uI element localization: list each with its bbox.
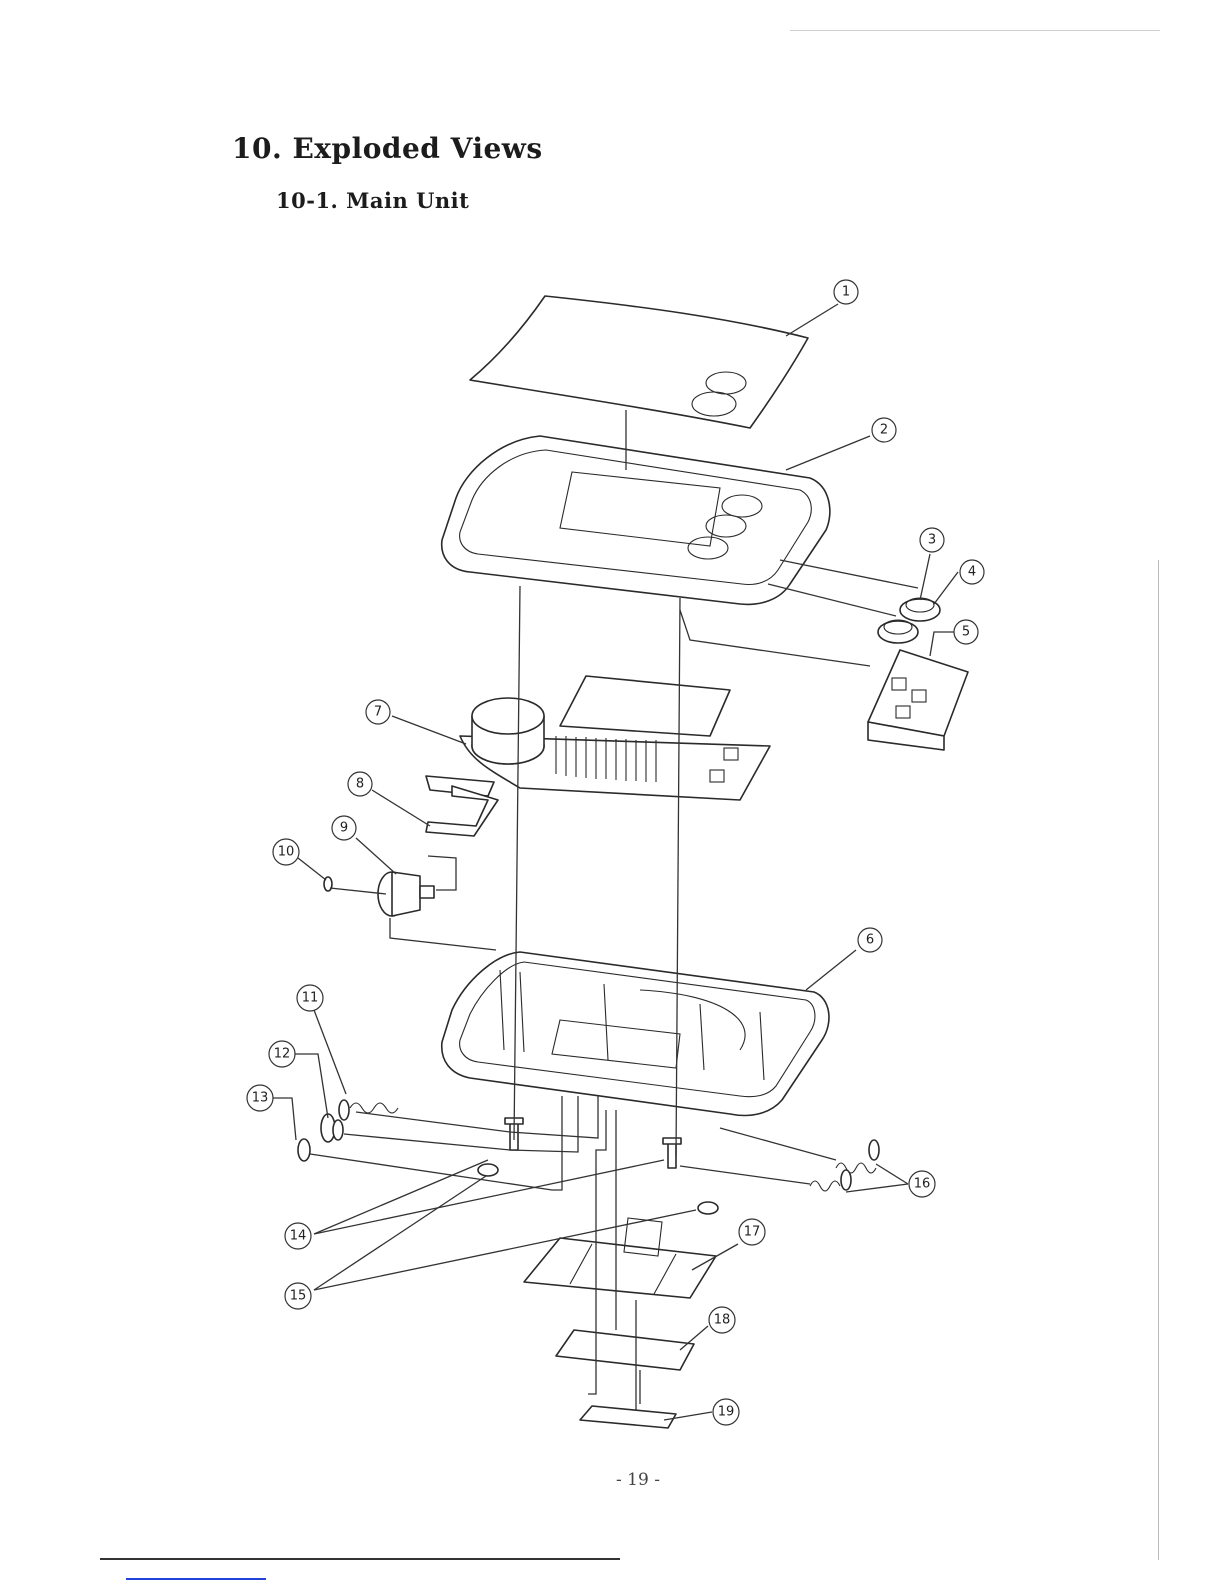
part-label-sheet — [470, 296, 808, 428]
callout-4: 4 — [960, 560, 984, 584]
part-main-pcb — [460, 676, 770, 800]
footer-rule — [100, 1558, 620, 1560]
callout-5: 5 — [954, 620, 978, 644]
callout-16: 16 — [909, 1171, 935, 1197]
part-gears-springs — [298, 1100, 398, 1161]
callout-label: 7 — [374, 705, 382, 720]
callout-label: 6 — [866, 933, 874, 948]
callout-7: 7 — [366, 700, 390, 724]
callout-2: 2 — [872, 418, 896, 442]
callout-label: 8 — [356, 777, 364, 792]
callout-label: 10 — [278, 845, 295, 860]
callout-label: 15 — [290, 1289, 307, 1304]
callout-15: 15 — [285, 1283, 311, 1309]
callout-label: 5 — [962, 625, 970, 640]
callout-17: 17 — [739, 1219, 765, 1245]
part-bottom-case — [442, 952, 829, 1115]
scan-edge-right — [1158, 560, 1159, 1560]
part-buttons — [878, 598, 940, 643]
part-lens-assembly — [324, 872, 434, 916]
part-battery-cover — [524, 1218, 716, 1298]
callout-label: 18 — [714, 1313, 731, 1328]
part-key-holder — [868, 650, 968, 750]
callout-10: 10 — [273, 839, 299, 865]
callout-1: 1 — [834, 280, 858, 304]
callout-label: 1 — [842, 285, 850, 300]
link-underline — [126, 1578, 266, 1580]
page-number: - 19 - — [0, 1470, 1224, 1490]
callout-3: 3 — [920, 528, 944, 552]
callout-6: 6 — [858, 928, 882, 952]
callout-label: 3 — [928, 533, 936, 548]
callout-label: 14 — [290, 1229, 307, 1244]
part-top-cover — [442, 436, 830, 604]
part-bottom-labels — [556, 1330, 694, 1428]
callout-8: 8 — [348, 772, 372, 796]
callout-14: 14 — [285, 1223, 311, 1249]
callout-label: 9 — [340, 821, 348, 836]
callout-12: 12 — [269, 1041, 295, 1067]
callout-19: 19 — [713, 1399, 739, 1425]
part-springs — [810, 1140, 879, 1191]
callout-label: 19 — [718, 1405, 735, 1420]
callout-label: 4 — [968, 565, 976, 580]
callout-13: 13 — [247, 1085, 273, 1111]
callout-label: 2 — [880, 423, 888, 438]
scan-edge-top — [790, 30, 1160, 31]
callout-label: 12 — [274, 1047, 291, 1062]
callout-label: 17 — [744, 1225, 761, 1240]
callout-label: 16 — [914, 1177, 931, 1192]
part-flex-cable — [426, 776, 498, 836]
callout-11: 11 — [297, 985, 323, 1011]
callout-label: 11 — [302, 991, 319, 1006]
callout-18: 18 — [709, 1307, 735, 1333]
callout-label: 13 — [252, 1091, 269, 1106]
callout-9: 9 — [332, 816, 356, 840]
